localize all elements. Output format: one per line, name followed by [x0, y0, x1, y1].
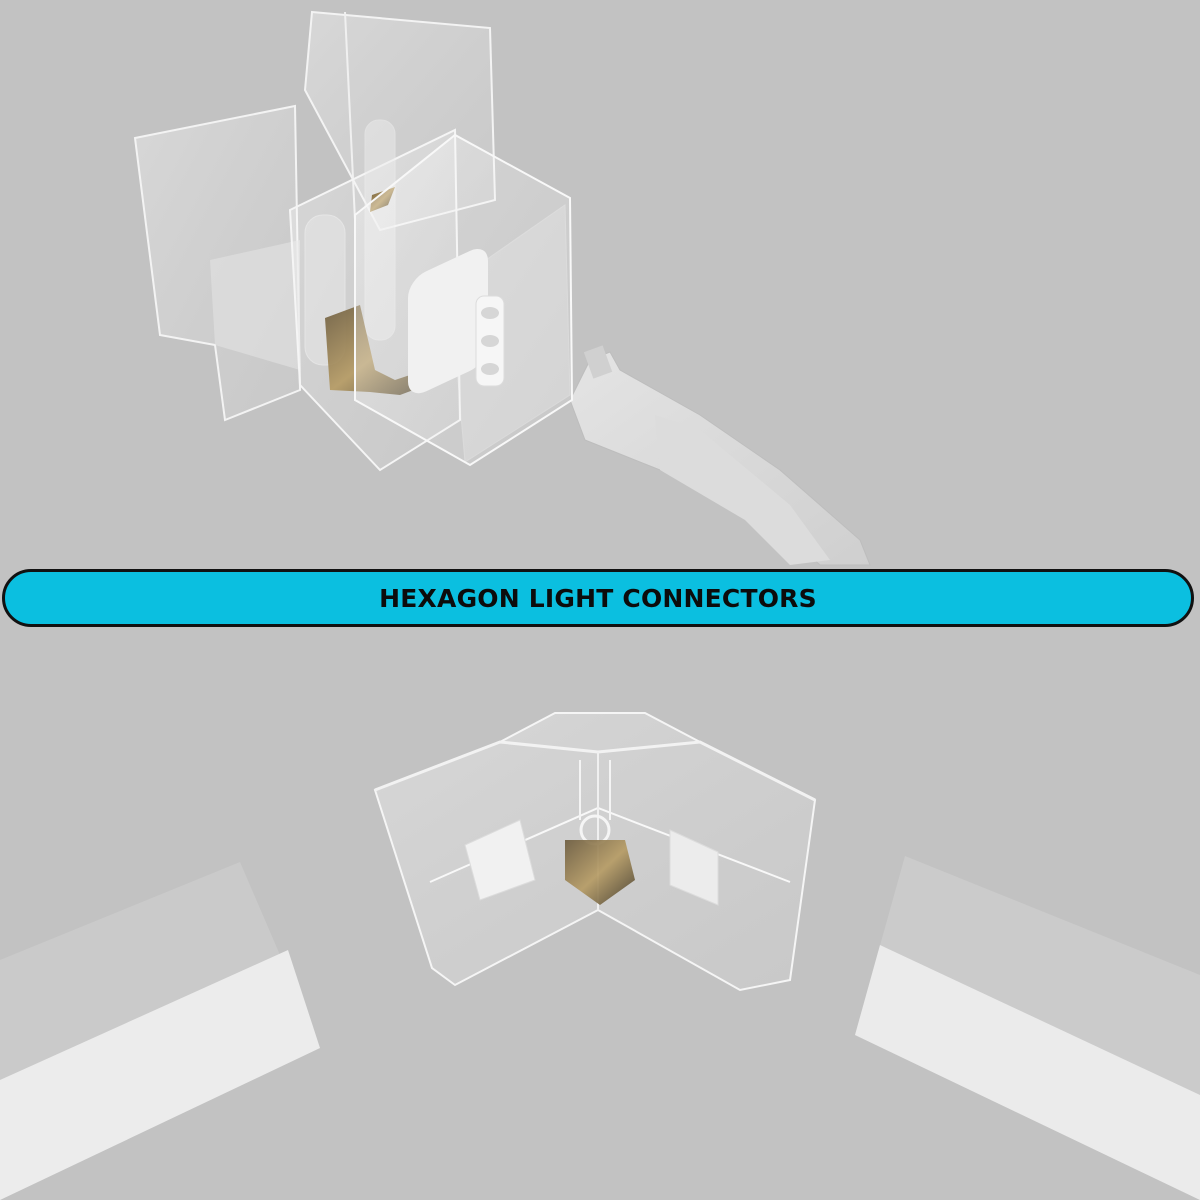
banner-title: HEXAGON LIGHT CONNECTORS	[379, 583, 817, 613]
title-banner: HEXAGON LIGHT CONNECTORS	[2, 569, 1194, 627]
bottom-corner-connector-render	[373, 712, 817, 992]
pin-hole	[481, 363, 499, 375]
right-panel-edge	[855, 856, 1200, 1200]
pin-hole	[481, 307, 499, 319]
top-connector-render	[133, 10, 871, 566]
left-panel-edge	[0, 862, 320, 1200]
pin-hole	[481, 335, 499, 347]
plug-cable	[569, 345, 871, 566]
